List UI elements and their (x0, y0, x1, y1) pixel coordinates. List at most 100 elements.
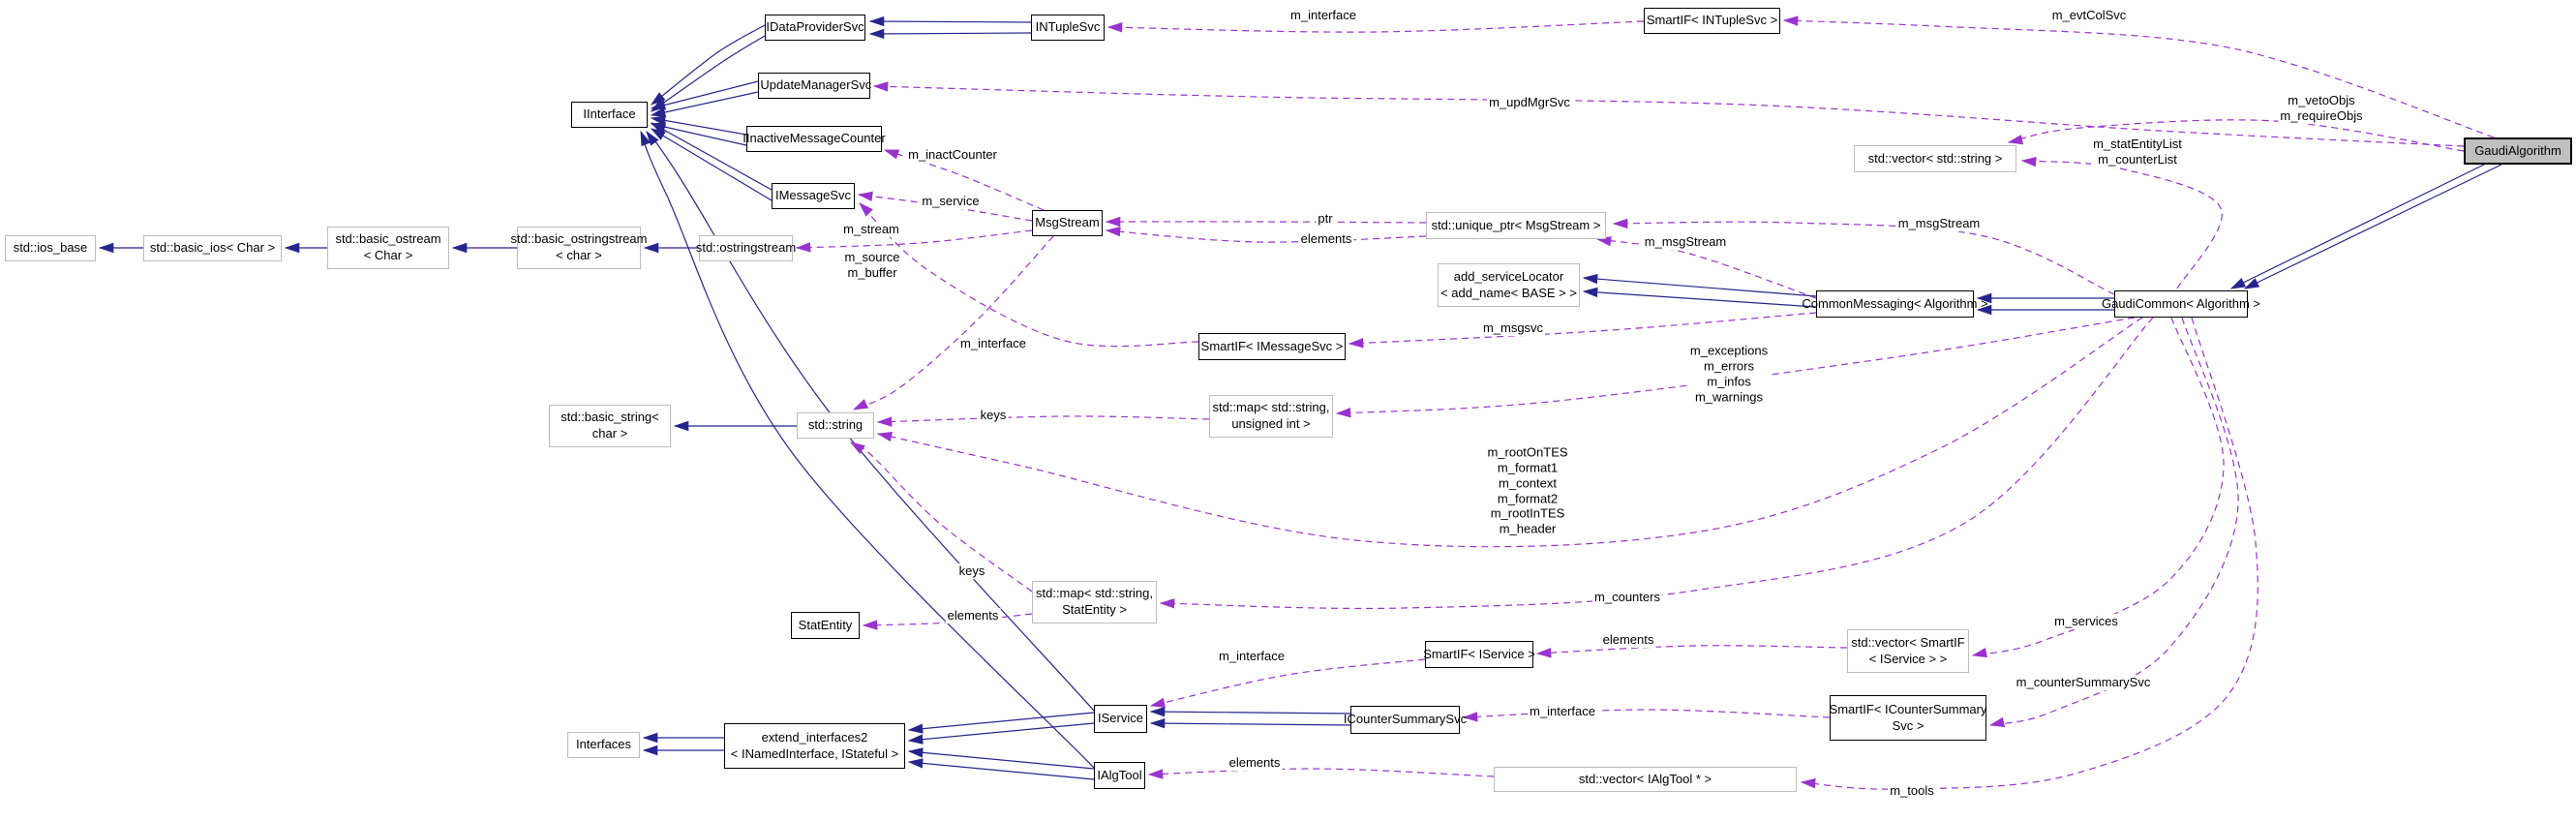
node-basic_ostream: std::basic_ostream< Char > (327, 227, 449, 269)
node-extend_interfaces2[interactable]: extend_interfaces2< INamedInterface, ISt… (724, 723, 905, 769)
edge-label: elements (1600, 632, 1656, 648)
node-vector_string: std::vector< std::string > (1854, 145, 2016, 172)
node-ialgtool[interactable]: IAlgTool (1094, 762, 1145, 789)
node-label: IInactiveMessageCounter (742, 131, 886, 146)
node-string: std::string (797, 412, 874, 439)
edge-label-line: m_header (1499, 521, 1557, 536)
node-label: std::basic_ostringstream (510, 231, 648, 247)
node-label: Interfaces (575, 737, 632, 752)
edge-label: m_counterSummarySvc (2014, 675, 2153, 690)
node-interfaces: Interfaces (567, 732, 640, 758)
node-iinactivemessagecounter[interactable]: IInactiveMessageCounter (742, 126, 886, 152)
edge-label: elements (1227, 755, 1283, 771)
node-label: IUpdateManagerSvc (756, 77, 872, 93)
edge-iinactivemessagecounter-to-iinterface (650, 115, 747, 136)
edge-label-line: m_msgStream (1897, 216, 1981, 231)
edge-vector_ialgtool-to-ialgtool (1147, 768, 1495, 779)
edge-label: m_msgStream (1895, 216, 1983, 231)
node-map_string_statentity: std::map< std::string,StatEntity > (1032, 581, 1157, 623)
edge-gaudialgorithm-to-gaudicommon (2229, 164, 2485, 289)
node-smartif_intuplesvc[interactable]: SmartIF< INTupleSvc > (1644, 8, 1780, 34)
node-label: CommonMessaging< Algorithm > (1802, 295, 1988, 311)
edge-label: m_interface (1217, 649, 1287, 664)
node-label: std::basic_ostream (335, 231, 441, 247)
node-gaudialgorithm: GaudiAlgorithm (2464, 137, 2572, 165)
edge-label-line: m_warnings (1694, 388, 1764, 404)
edge-label-line: m_services (2054, 614, 2118, 629)
node-label: IService (1098, 711, 1143, 726)
edge-intuplesvc-to-idataprovidersvc-2 (868, 28, 1032, 40)
node-smartif_imessagesvc[interactable]: SmartIF< IMessageSvc > (1198, 333, 1346, 360)
node-label: IInterface (583, 106, 636, 122)
edge-gaudicommon-to-vector_smartif_iservice (1971, 317, 2225, 658)
edge-label: m_services (2052, 614, 2120, 629)
node-label: IDataProviderSvc (766, 19, 864, 35)
node-label: IMessageSvc (774, 188, 852, 203)
node-vector_ialgtool: std::vector< IAlgTool * > (1494, 767, 1797, 792)
edge-gaudicommon-to-unique_ptr_msgstream (1612, 218, 2115, 295)
edge-iservice-to-extend_interfaces2-2 (907, 722, 1095, 745)
edge-label-line: m_buffer (847, 265, 897, 280)
edge-label-line: m_service (922, 194, 980, 209)
edge-label-line: m_counterSummarySvc (2015, 675, 2151, 690)
node-label: std::map< std::string, (1212, 400, 1330, 415)
node-commonmessaging[interactable]: CommonMessaging< Algorithm > (1802, 290, 1988, 318)
edge-label: m_interface (1288, 8, 1358, 23)
node-label: add_serviceLocator (1453, 268, 1564, 284)
edge-msgstream-to-ostringstream (795, 229, 1033, 253)
edge-label-line: m_source (844, 250, 900, 265)
node-map_string_uint: std::map< std::string,unsigned int > (1209, 395, 1333, 438)
edge-label: keys (978, 408, 1009, 423)
node-add_servicelocator: add_serviceLocator< add_name< BASE > > (1438, 263, 1580, 307)
edge-gaudialgorithm-to-iupdatemanagersvc (872, 81, 2465, 147)
edge-label-line: elements (1300, 231, 1352, 247)
node-label: < add_name< BASE > > (1440, 285, 1577, 300)
node-label: std::map< std::string, (1035, 586, 1154, 601)
node-iservice[interactable]: IService (1094, 705, 1147, 733)
node-iupdatemanagersvc[interactable]: IUpdateManagerSvc (756, 73, 872, 99)
node-msgstream[interactable]: MsgStream (1032, 210, 1103, 236)
edge-label-line: m_updMgrSvc (1489, 95, 1570, 110)
edge-commonmessaging-to-smartif_imessagesvc (1348, 312, 1817, 349)
edge-label-line: m_infos (1707, 374, 1751, 388)
edge-commonmessaging-to-add_servicelocator (1582, 273, 1817, 297)
node-iinterface[interactable]: IInterface (571, 102, 648, 128)
node-basic_ios: std::basic_ios< Char > (143, 235, 282, 261)
node-label: unsigned int > (1231, 416, 1311, 431)
edge-icountersummarysvc-to-iservice (1149, 706, 1351, 717)
edge-idataprovidersvc-to-iinterface (650, 24, 766, 106)
edge-label-line: m_rootOnTES (1487, 444, 1568, 460)
node-label: INTupleSvc (1035, 19, 1101, 35)
node-intuplesvc[interactable]: INTupleSvc (1031, 15, 1105, 41)
node-label: Svc > (1892, 717, 1924, 733)
edge-gaudialgorithm-to-smartif_intuplesvc (1782, 15, 2495, 138)
node-label: StatEntity > (1062, 602, 1127, 617)
edge-label-line: m_interface (960, 336, 1026, 351)
edge-label-line: m_format2 (1497, 491, 1559, 505)
edge-label-line: keys (958, 563, 985, 579)
node-unique_ptr_msgstream: std::unique_ptr< MsgStream > (1426, 212, 1606, 239)
node-label: char > (591, 426, 628, 441)
node-label: < INamedInterface, IStateful > (730, 745, 899, 761)
edge-unique_ptr_msgstream-to-msgstream (1105, 216, 1427, 228)
node-idataprovidersvc[interactable]: IDataProviderSvc (765, 15, 865, 41)
edge-vector_smartif_iservice-to-smartif_iservice (1535, 645, 1848, 658)
edge-commonmessaging-to-add_servicelocator-2 (1582, 287, 1817, 308)
node-statentity[interactable]: StatEntity (791, 612, 860, 639)
node-gaudicommon[interactable]: GaudiCommon< Algorithm > (2102, 290, 2260, 318)
node-imessagesvc[interactable]: IMessageSvc (772, 183, 855, 209)
node-smartif_iservice[interactable]: SmartIF< IService > (1423, 641, 1535, 668)
node-icountersummarysvc[interactable]: ICounterSummarySvc (1344, 706, 1467, 734)
node-label: IAlgTool (1097, 767, 1142, 782)
edge-label-line: m_format1 (1497, 460, 1559, 475)
edge-iupdatemanagersvc-to-iinterface-2 (650, 91, 759, 118)
node-label: SmartIF< ICounterSummary (1829, 701, 1987, 716)
node-label: SmartIF< IMessageSvc > (1200, 338, 1344, 353)
edge-label-line: m_interface (1290, 8, 1356, 23)
node-label: StatEntity (798, 617, 853, 632)
